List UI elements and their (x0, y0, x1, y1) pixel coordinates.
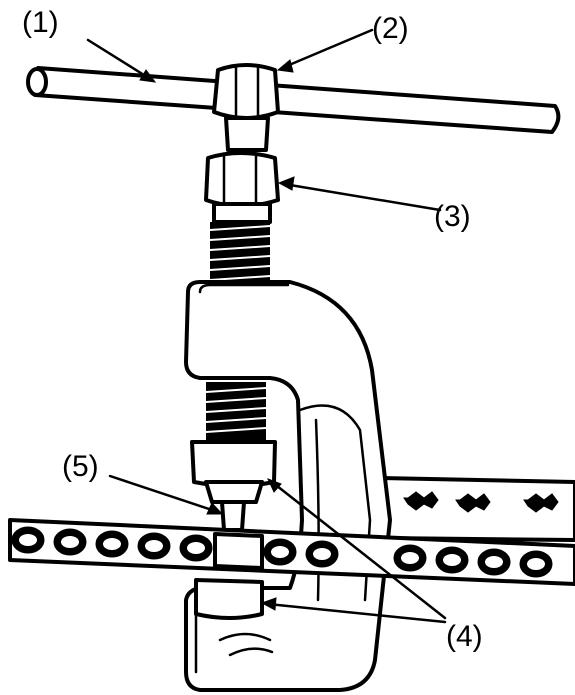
lower-anvil (194, 578, 274, 657)
driver-head (190, 440, 277, 532)
leader-3 (282, 182, 442, 212)
inner-thread (205, 382, 267, 440)
leader-1 (86, 38, 154, 82)
bicycle-chain (8, 518, 575, 586)
chain-guide-plate (378, 476, 575, 542)
leader-4a (270, 480, 447, 620)
top-nut (212, 63, 280, 152)
threaded-spindle (209, 222, 271, 286)
plate-perforations (403, 491, 559, 513)
label-2: (2) (372, 12, 409, 45)
label-5: (5) (62, 450, 99, 483)
label-1: (1) (22, 6, 59, 39)
leader-2 (280, 28, 374, 70)
label-3: (3) (434, 200, 471, 233)
leader-5 (108, 474, 220, 514)
tommy-bar-handle (26, 66, 561, 134)
label-4: (4) (446, 620, 483, 653)
leader-4b (266, 602, 447, 624)
leader-lines (86, 28, 447, 624)
lock-nut (204, 151, 280, 224)
